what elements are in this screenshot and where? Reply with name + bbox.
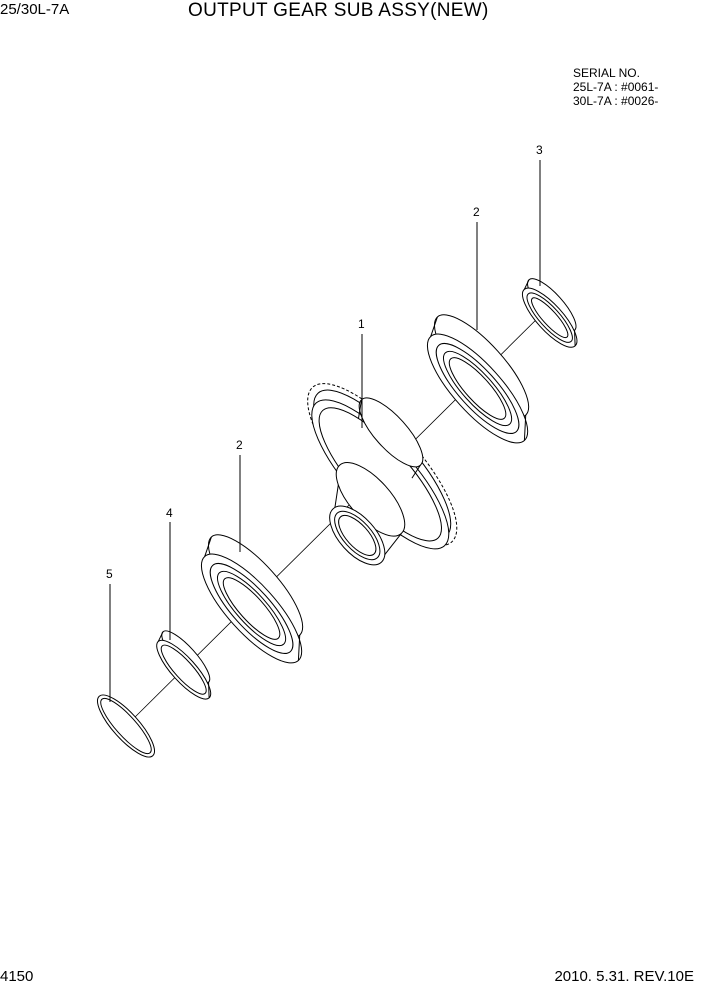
callout-4: 4 [166, 506, 173, 520]
part-2-upper-bearing [426, 314, 530, 444]
model-code: 25/30L-7A [0, 1, 70, 18]
page-title: OUTPUT GEAR SUB ASSY(NEW) [188, 0, 489, 21]
serial-line-25l: 25L-7A : #0061- [573, 80, 659, 94]
part-4-retainer-ring [156, 630, 212, 700]
page-number: 4150 [0, 968, 34, 985]
revision-date: 2010. 5.31. REV.10E [554, 968, 694, 985]
serial-line-30l: 30L-7A : #0026- [573, 94, 659, 108]
callout-2-upper: 2 [473, 205, 480, 219]
part-3-seal [522, 278, 578, 348]
callout-1: 1 [358, 317, 365, 331]
part-5-snap-ring [97, 694, 155, 758]
part-2-lower-bearing [200, 534, 304, 664]
serial-heading: SERIAL NO. [573, 66, 640, 80]
serial-number-block: SERIAL NO. 25L-7A : #0061- 30L-7A : #002… [573, 66, 658, 108]
part-1-output-gear [307, 383, 458, 566]
callout-3: 3 [536, 143, 543, 157]
callout-5: 5 [106, 567, 113, 581]
callout-2-lower: 2 [236, 438, 243, 452]
